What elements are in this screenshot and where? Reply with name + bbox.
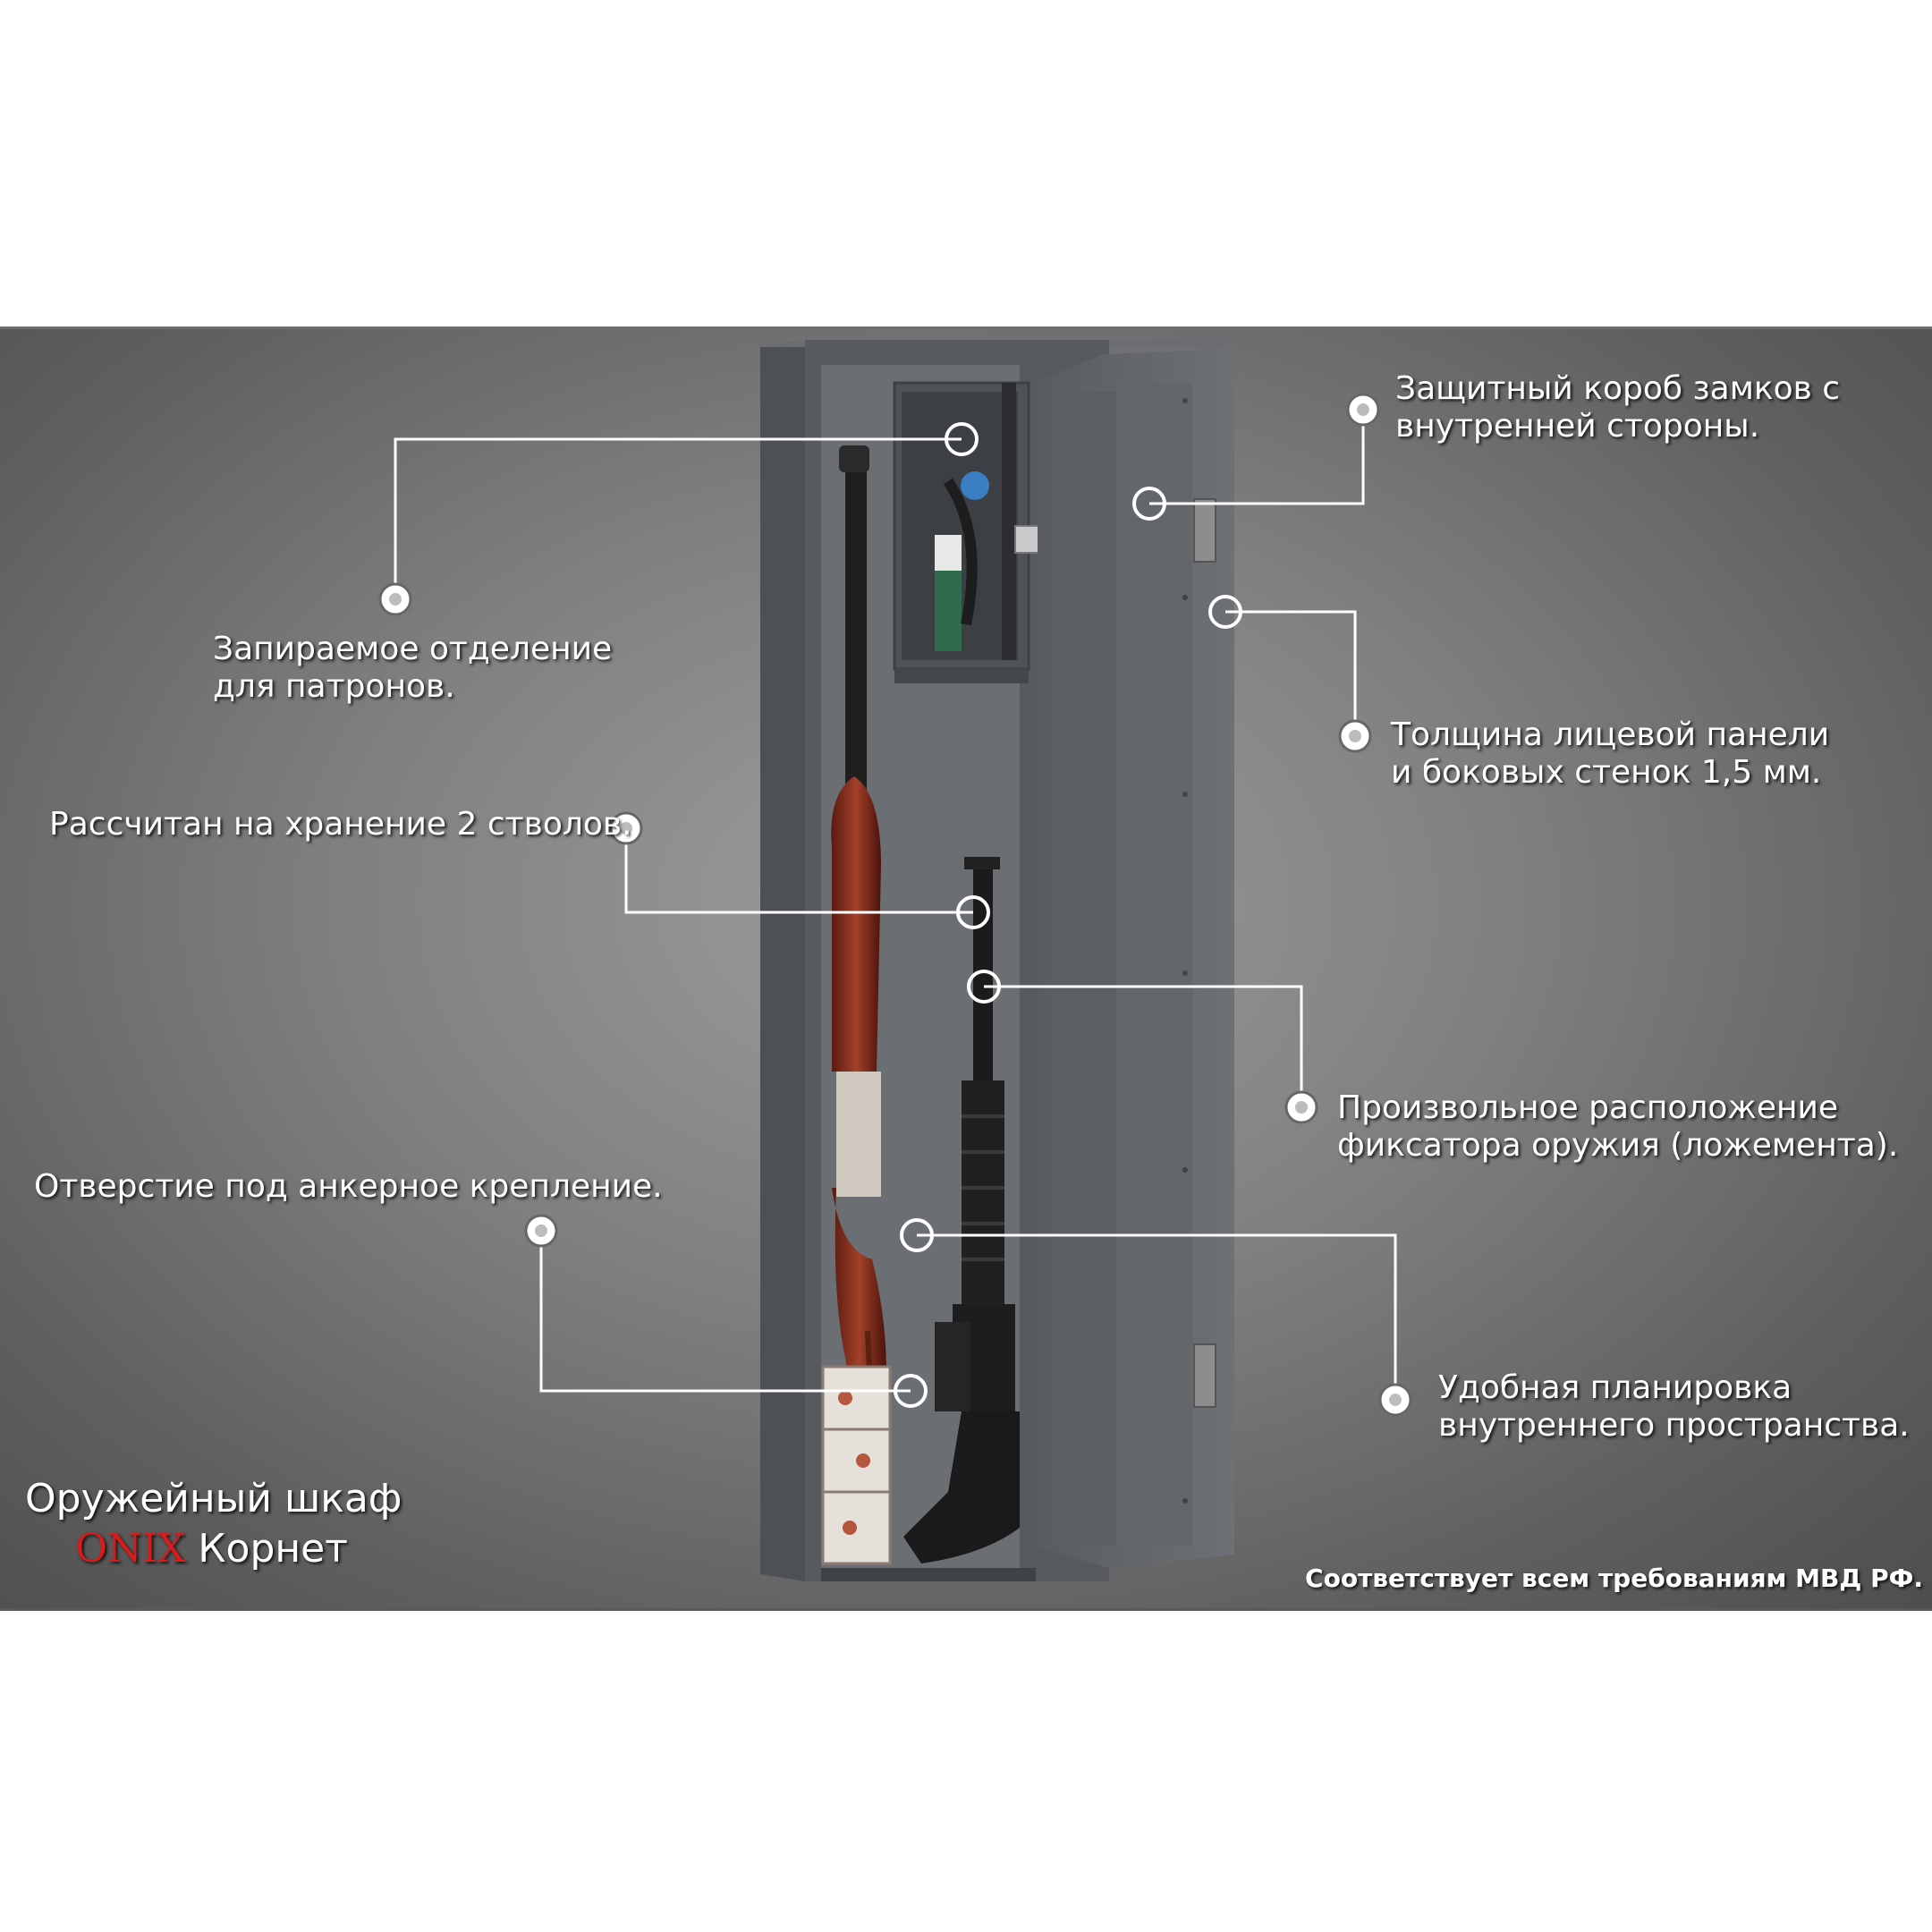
compliance-note: Соответствует всем требованиям МВД РФ.: [1305, 1563, 1923, 1593]
cabinet-illustration: [378, 340, 1412, 1581]
callout-leader-lines: [394, 410, 1397, 1400]
product-model: Корнет: [198, 1526, 348, 1572]
product-brand-line: ONIX Корнет: [25, 1524, 402, 1574]
callout-markers: [378, 393, 1412, 1417]
product-name: Оружейный шкаф ONIX Корнет: [25, 1474, 402, 1574]
brand-logo: ONIX: [75, 1526, 186, 1572]
callout-weapon-holder-line1: Произвольное расположение: [1337, 1089, 1839, 1126]
callout-interior-layout: Удобная планировка внутреннего пространс…: [1438, 1369, 1910, 1445]
callout-capacity: Рассчитан на хранение 2 стволов.: [49, 806, 632, 843]
cabinet-door: [1038, 349, 1234, 1568]
callout-lock-box-line2: внутренней стороны.: [1395, 408, 1760, 445]
callout-panel-thickness-line1: Толщина лицевой панели: [1391, 716, 1830, 753]
callout-interior-layout-line2: внутреннего пространства.: [1438, 1407, 1910, 1444]
callout-panel-thickness-line2: и боковых стенок 1,5 мм.: [1391, 754, 1822, 791]
callout-ammo-compartment-line1: Запираемое отделение: [213, 631, 613, 667]
callout-lock-box-line1: Защитный короб замков с: [1395, 370, 1841, 407]
callout-ammo-compartment-line2: для патронов.: [213, 668, 455, 705]
callout-weapon-holder: Произвольное расположение фиксатора оруж…: [1337, 1089, 1898, 1165]
callout-lock-box: Защитный короб замков с внутренней сторо…: [1395, 370, 1840, 445]
callout-capacity-text: Рассчитан на хранение 2 стволов.: [49, 806, 632, 843]
callout-weapon-holder-line2: фиксатора оружия (ложемента).: [1337, 1127, 1899, 1164]
product-banner: Запираемое отделение для патронов. Рассч…: [0, 326, 1932, 1611]
callout-anchor-hole: Отверстие под анкерное крепление.: [34, 1168, 663, 1206]
product-type-label: Оружейный шкаф: [25, 1476, 402, 1521]
callout-anchor-hole-text: Отверстие под анкерное крепление.: [34, 1168, 663, 1205]
ammo-compartment: [893, 381, 1041, 683]
rifle: [903, 857, 1020, 1563]
callout-panel-thickness: Толщина лицевой панели и боковых стенок …: [1391, 716, 1829, 792]
callout-ammo-compartment: Запираемое отделение для патронов.: [213, 631, 612, 706]
callout-interior-layout-line1: Удобная планировка: [1438, 1369, 1792, 1406]
ammo-box-stack: [821, 1365, 892, 1565]
